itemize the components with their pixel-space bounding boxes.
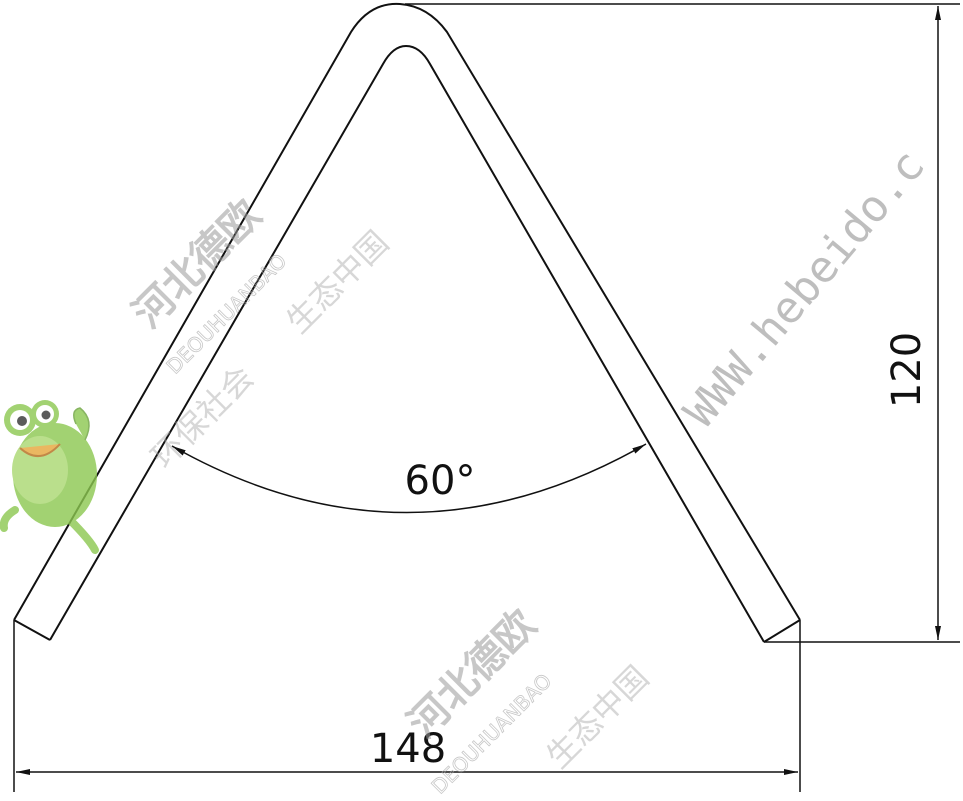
watermark-group-lower: 河北德欧 DEOUHUANBAO 生态中国 (400, 601, 657, 799)
angle-dimension-label: 60° (405, 458, 476, 504)
part-right-end (763, 619, 801, 643)
width-dimension (13, 620, 801, 792)
height-dimension (405, 3, 960, 643)
width-dimension-label: 148 (370, 726, 446, 772)
part-left-end (13, 619, 51, 641)
part-outer-profile (13, 2, 801, 621)
watermark-slogan-2-lower: 生态中国 (539, 658, 656, 775)
bent-part (13, 2, 801, 643)
watermark-company-lower: 河北德欧 (400, 601, 546, 747)
watermark-company-upper: 河北德欧 (125, 191, 271, 337)
frog-mascot-logo (0, 400, 99, 554)
angle-dimension-arc (171, 443, 647, 514)
watermark-group-upper: 河北德欧 DEOUHUANBAO 环保社会 生态中国 (125, 191, 397, 475)
angle-dimension (171, 443, 647, 514)
part-inner-profile (49, 44, 765, 643)
watermark-slogan-2-upper: 生态中国 (279, 223, 396, 340)
height-dimension-label: 120 (884, 332, 930, 408)
